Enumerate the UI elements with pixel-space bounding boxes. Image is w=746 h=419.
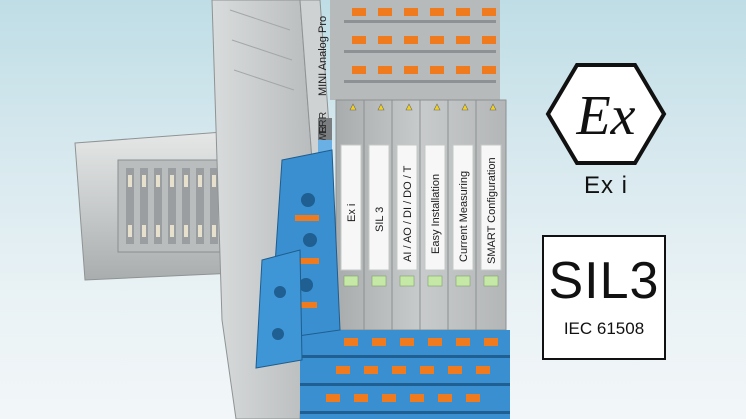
side-terminal-block [255,149,341,369]
sil-mark: SIL3 IEC 61508 [542,235,666,360]
module-row: Ex i SIL 3 AI / AO / DI / DO / T Easy In… [300,0,510,419]
bottom-plug-row [300,330,510,419]
module-label-easy-installation: Easy Installation [430,174,442,254]
module-faces: Ex i SIL 3 AI / AO / DI / DO / T Easy In… [335,99,507,331]
din-rail [74,129,259,281]
sil-title: SIL3 [548,252,660,310]
module-label-sil3: SIL 3 [374,207,386,232]
ex-mark: Ex Ex i [545,62,667,210]
hexagon-ex-icon: Ex [545,63,667,165]
ex-symbol: Ex [575,85,635,147]
err-label: ERR [317,111,329,134]
ex-caption: Ex i [583,172,628,199]
module-label-io: AI / AO / DI / DO / T [402,165,414,262]
module-label-smart-configuration: SMART Configuration [486,157,498,264]
sil-subtitle: IEC 61508 [563,319,645,338]
module-label-current-measuring: Current Measuring [458,171,470,262]
housing-label: MINI Analog Pro [317,16,329,96]
top-plug-row [330,0,500,100]
module-label-ex-i: Ex i [346,204,358,222]
